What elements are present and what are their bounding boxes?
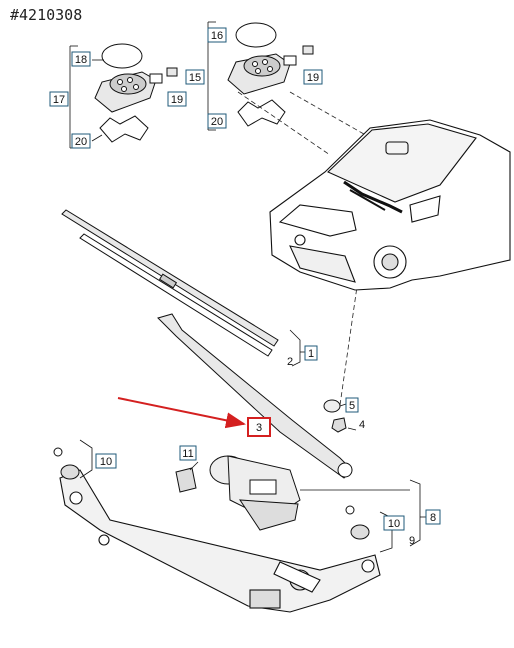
callout-1: 1 [308, 348, 314, 360]
callout-box-8 [425, 509, 441, 525]
callout-2: 2 [287, 356, 293, 368]
callout-16: 16 [211, 30, 223, 42]
car-badge [294, 234, 306, 246]
callout-8: 8 [430, 512, 436, 524]
callout-box-19 [167, 91, 187, 107]
grommet-11 [175, 467, 197, 493]
callout-10: 10 [100, 456, 112, 468]
sensor-gasket-ring-16 [235, 22, 277, 48]
highlight-arrow [117, 397, 246, 429]
callout-20: 20 [75, 136, 87, 148]
nut-4 [331, 417, 347, 433]
side-mirror [409, 195, 441, 223]
sensor-gasket-ring-18 [101, 43, 143, 69]
callout-10b: 10 [388, 518, 400, 530]
car-illustration [269, 119, 511, 291]
wiper-arm-3 [157, 313, 353, 479]
cap-5 [323, 399, 341, 413]
callout-5: 5 [349, 400, 355, 412]
callout-box-1 [304, 345, 318, 361]
car-wiper-arm [343, 180, 403, 214]
callout-4: 4 [359, 419, 365, 431]
callout-11: 11 [182, 448, 193, 460]
bolt-10 [345, 505, 355, 515]
callout-box-5 [345, 397, 359, 413]
wiper-blade-1 [61, 209, 279, 357]
wiper-linkage-frame [59, 469, 381, 613]
callout-box-20b [207, 113, 227, 129]
callout-box-10 [95, 453, 117, 469]
callout-18: 18 [75, 54, 87, 66]
bolt-10 [53, 447, 63, 457]
windshield-sensor-spot [385, 141, 409, 155]
connector-19 [302, 45, 314, 55]
wiper-motor-8 [209, 455, 301, 531]
rain-sensor-group-right [227, 22, 314, 127]
callout-box-15 [185, 69, 205, 85]
front-bumper [289, 245, 356, 283]
callout-17: 17 [53, 94, 65, 106]
callout-box-10b [383, 515, 405, 531]
sensor-bracket-20 [237, 99, 286, 127]
callout-box-11 [179, 445, 197, 461]
callout-labels: 18 17 19 20 16 15 19 20 1 2 5 4 3 11 10 … [49, 27, 441, 547]
callout-19b: 19 [307, 72, 319, 84]
callout-3: 3 [256, 422, 262, 434]
sensor-bracket-20 [99, 115, 149, 143]
callout-9: 9 [409, 535, 415, 547]
rain-sensor-group-left [94, 43, 178, 143]
diagram-reference-number: #4210308 [10, 6, 83, 24]
callout-box-16 [207, 27, 227, 43]
windshield [327, 123, 477, 203]
callout-20b: 20 [211, 116, 223, 128]
callout-19: 19 [171, 94, 183, 106]
callout-box-18 [71, 51, 91, 67]
callout-box-17 [49, 91, 69, 107]
callout-box-3 [247, 417, 271, 437]
callout-box-20 [71, 133, 91, 149]
connector-19 [166, 67, 178, 77]
callout-15: 15 [189, 72, 201, 84]
callout-box-19b [303, 69, 323, 85]
